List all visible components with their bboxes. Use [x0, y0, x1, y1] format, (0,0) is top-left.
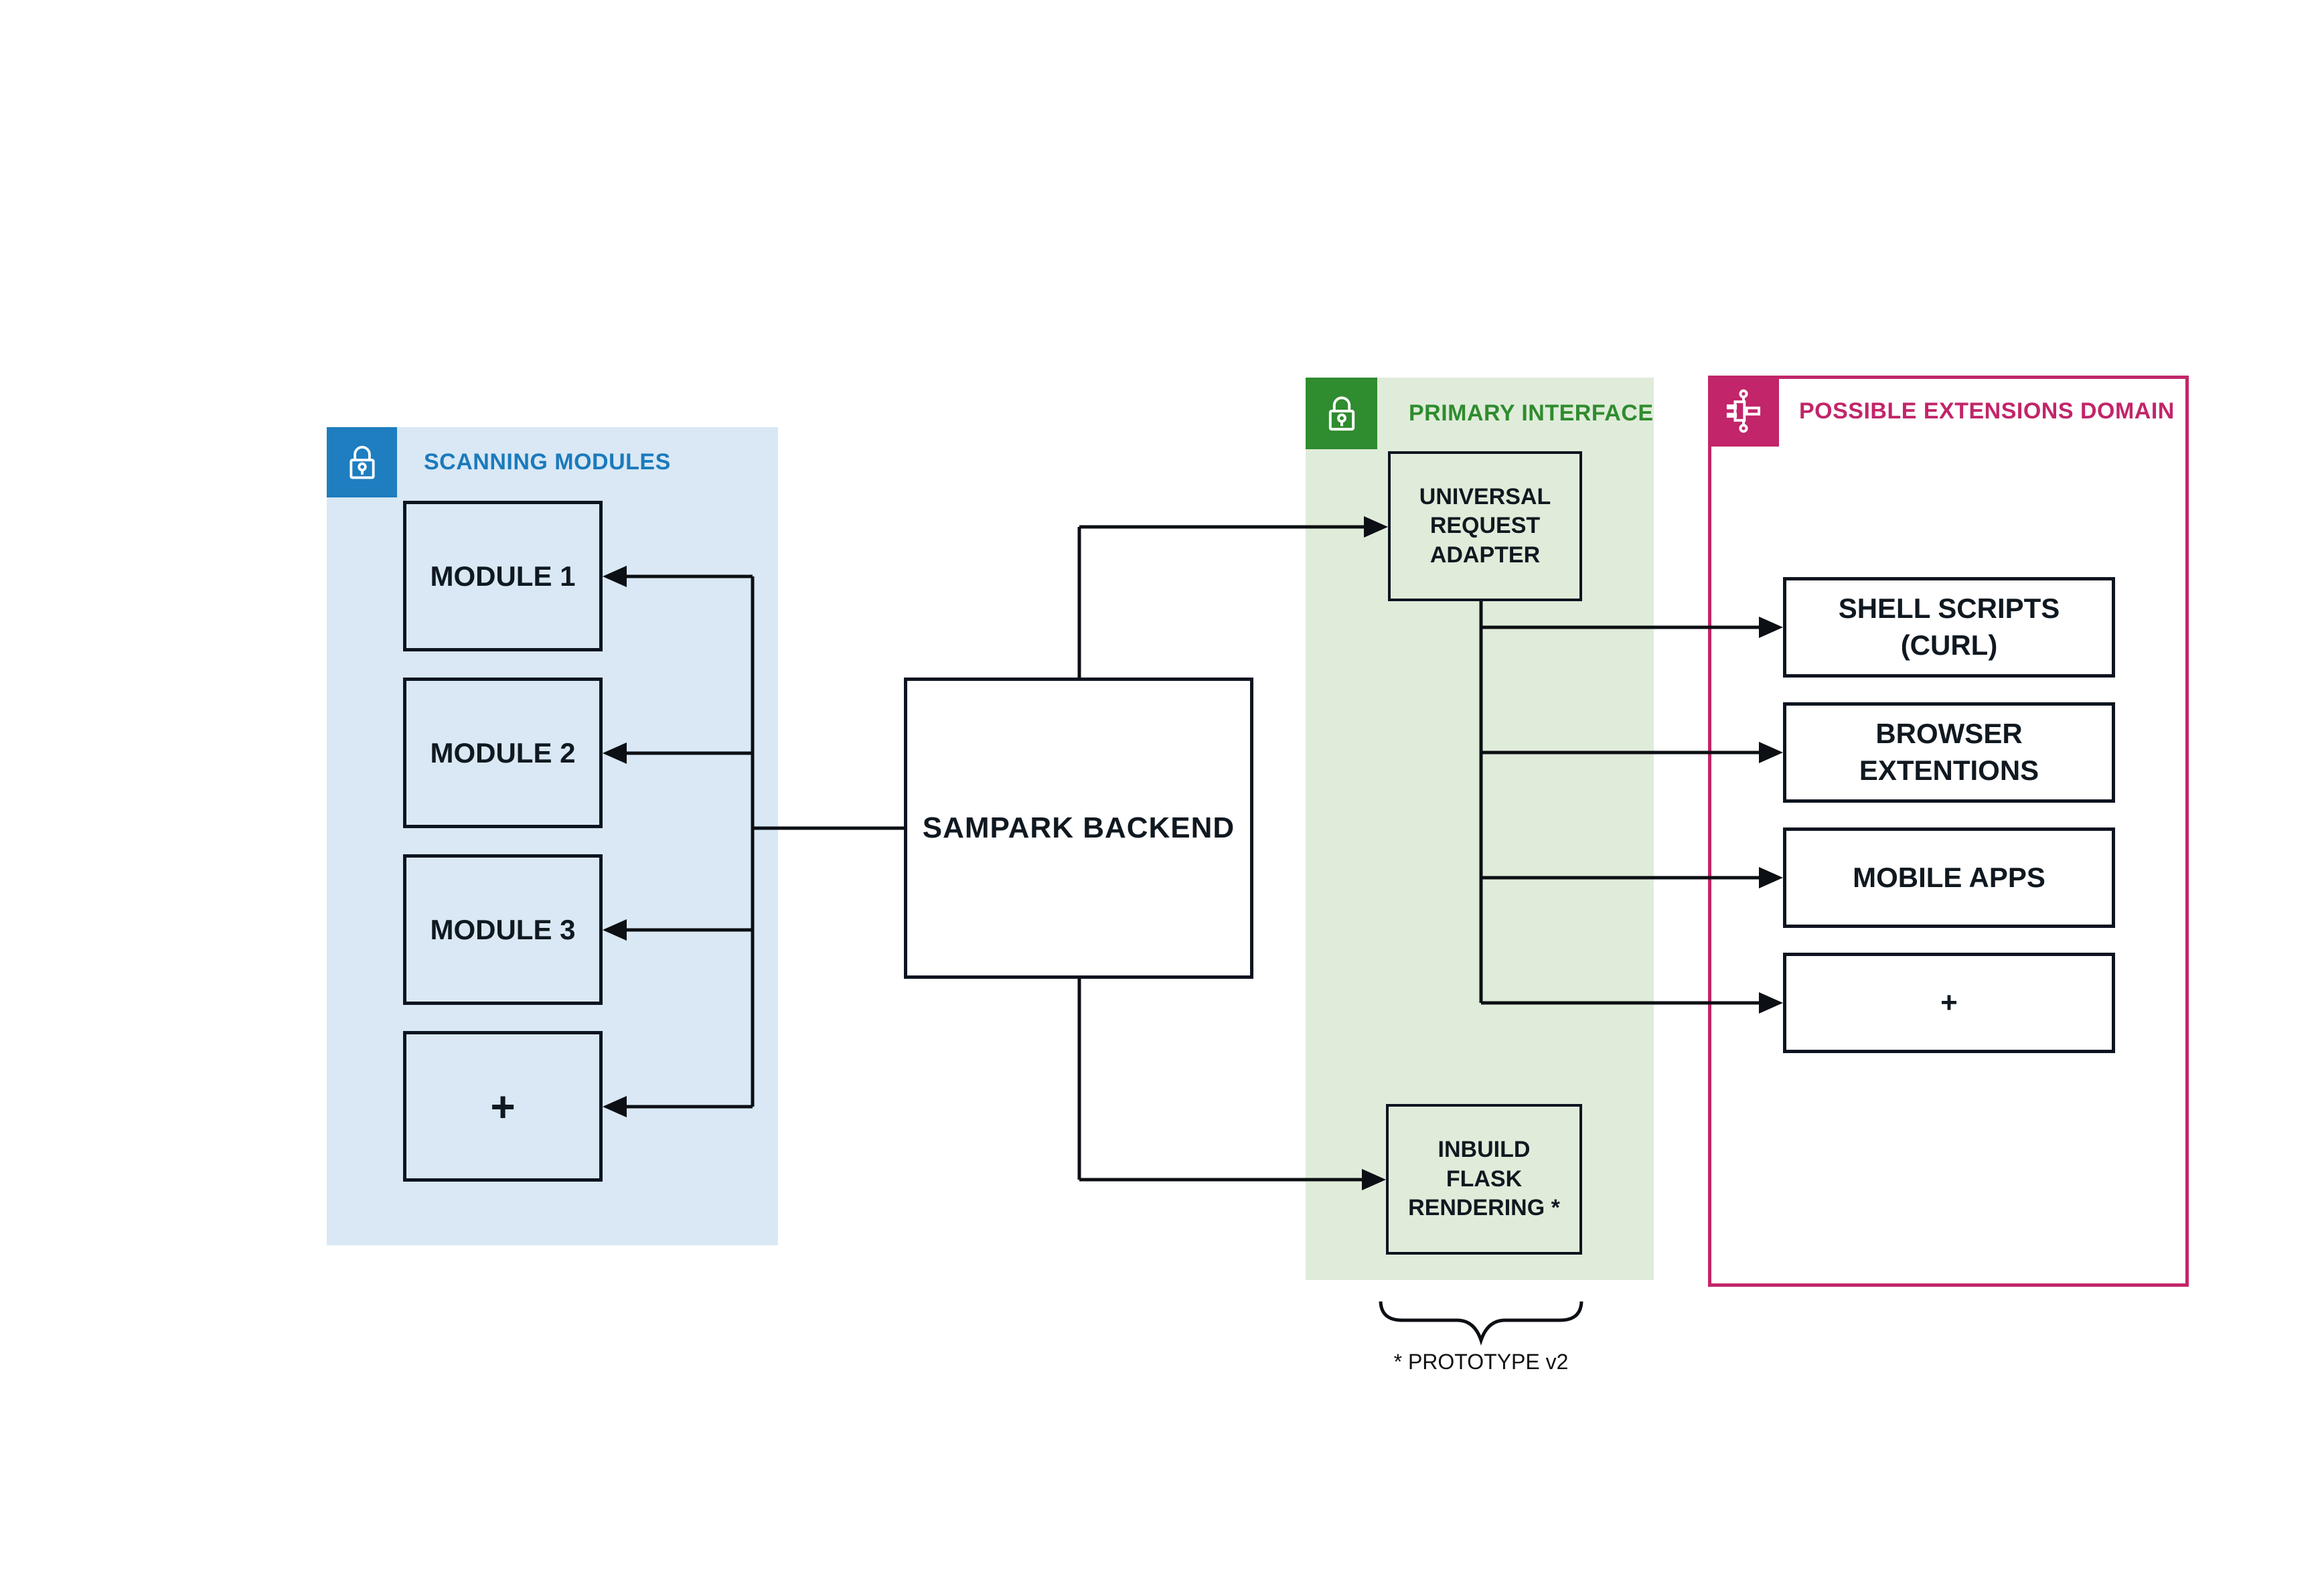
module-plus-box: + [403, 1031, 603, 1182]
lock-icon [327, 427, 397, 497]
possible-extensions-domain-title: POSSIBLE EXTENSIONS DOMAIN [1799, 398, 2175, 424]
shell-scripts-box: SHELL SCRIPTS (CURL) [1783, 577, 2115, 678]
workflow-icon [1708, 376, 1779, 447]
prototype-footnote: * PROTOTYPE v2 [1393, 1350, 1569, 1374]
module-3-box: MODULE 3 [403, 854, 603, 1005]
module-1-box: MODULE 1 [403, 501, 603, 651]
universal-request-adapter-box: UNIVERSAL REQUEST ADAPTER [1388, 451, 1582, 601]
primary-interface-title: PRIMARY INTERFACE [1409, 400, 1654, 426]
scanning-modules-title: SCANNING MODULES [424, 449, 671, 475]
mobile-apps-box: MOBILE APPS [1783, 827, 2115, 928]
prototype-brace [1379, 1301, 1583, 1346]
inbuild-flask-rendering-box: INBUILD FLASK RENDERING * [1386, 1104, 1582, 1255]
extensions-plus-box: + [1783, 953, 2115, 1053]
browser-extensions-box: BROWSER EXTENTIONS [1783, 702, 2115, 803]
sampark-backend-box: SAMPARK BACKEND [904, 678, 1253, 979]
lock-icon [1306, 378, 1377, 449]
module-2-box: MODULE 2 [403, 678, 603, 828]
